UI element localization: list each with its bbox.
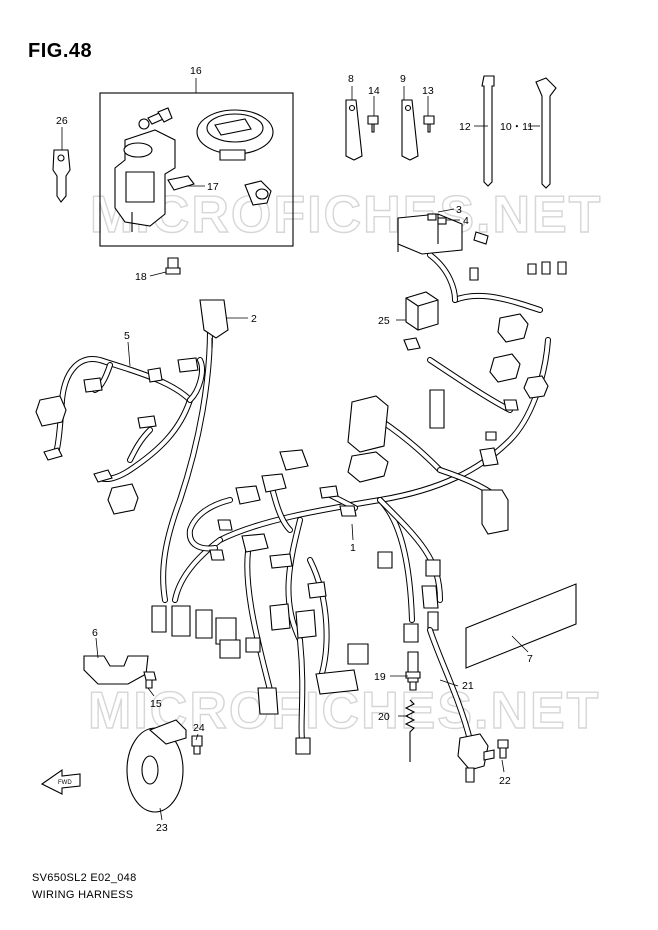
callout-5: 5 <box>124 330 130 342</box>
ignition-switch-set <box>99 92 294 247</box>
watermark-top: MICROFICHES.NET <box>90 186 602 244</box>
callout-25: 25 <box>378 315 390 327</box>
callout-22: 22 <box>499 775 511 787</box>
callout-20: 20 <box>378 711 390 723</box>
callout-labels: 16 8 9 14 13 12 10・11 26 17 3 4 18 2 25 … <box>56 65 533 834</box>
switch-19 <box>405 651 421 691</box>
callout-23: 23 <box>156 822 168 834</box>
callout-17: 17 <box>207 181 219 193</box>
plate-7 <box>465 583 577 669</box>
footer-name: WIRING HARNESS <box>32 889 134 901</box>
callout-15: 15 <box>150 698 162 710</box>
callout-3: 3 <box>456 204 462 216</box>
callout-13: 13 <box>422 85 434 97</box>
bracket-6 <box>83 655 149 685</box>
brackets-8-9 <box>345 99 435 161</box>
callout-4: 4 <box>463 215 469 227</box>
callout-12: 12 <box>459 121 471 133</box>
callout-2: 2 <box>251 313 257 325</box>
cable-ties <box>481 75 557 189</box>
spring-20 <box>404 699 416 762</box>
callout-7: 7 <box>527 653 533 665</box>
callout-21: 21 <box>462 680 474 692</box>
callout-6: 6 <box>92 627 98 639</box>
main-harness <box>160 252 551 743</box>
callout-24: 24 <box>193 722 205 734</box>
key-26 <box>52 149 71 203</box>
bolt-18 <box>165 257 181 275</box>
callout-9: 9 <box>400 73 406 85</box>
callout-16: 16 <box>190 65 202 77</box>
figure-title: FIG.48 <box>28 40 93 62</box>
bolt-22 <box>497 739 509 759</box>
callout-1: 1 <box>350 542 356 554</box>
bolt-15 <box>143 671 157 689</box>
leader-lines <box>61 78 540 821</box>
connectors <box>35 213 567 755</box>
fwd-label: FWD <box>58 780 72 786</box>
callout-10-11: 10・11 <box>500 121 533 133</box>
callout-19: 19 <box>374 671 386 683</box>
callout-18: 18 <box>135 271 147 283</box>
callout-8: 8 <box>348 73 354 85</box>
sub-harness-5 <box>52 356 205 482</box>
fwd-arrow-icon: FWD <box>40 768 81 795</box>
callout-14: 14 <box>368 85 380 97</box>
callout-26: 26 <box>56 115 68 127</box>
horn-23 <box>126 719 203 813</box>
footer-code: SV650SL2 E02_048 <box>32 872 137 884</box>
sensor-21 <box>427 627 495 783</box>
